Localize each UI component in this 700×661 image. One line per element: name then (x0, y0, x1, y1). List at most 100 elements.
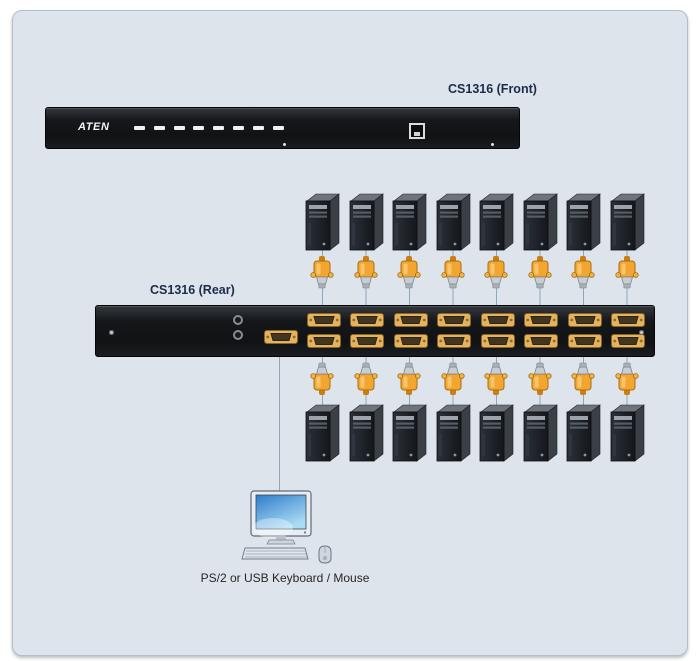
computer-tower-icon (566, 404, 601, 462)
kvm-vga-port (393, 334, 428, 348)
power-jack (233, 330, 243, 340)
computer-tower-icon (436, 193, 471, 251)
vga-connector-icon (353, 362, 378, 395)
vga-connector-icon (614, 362, 639, 395)
port-select-button (173, 126, 185, 130)
computer-tower (435, 404, 472, 462)
computer-tower-icon (479, 404, 514, 462)
kvm-vga-port (611, 313, 645, 327)
front-panel-title: CS1316 (Front) (448, 82, 537, 96)
vga-port-icon (524, 313, 558, 327)
vga-connector-icon (397, 362, 421, 395)
bottom-vga-connectors-row (310, 361, 639, 395)
vga-connector (397, 256, 421, 290)
kvm-vga-port (350, 334, 384, 348)
console-icons (241, 490, 332, 564)
vga-connector-icon (571, 256, 595, 289)
port-select-button (252, 126, 264, 130)
kvm-vga-port (611, 334, 645, 348)
screw-icon (109, 330, 114, 335)
computer-tower (435, 193, 472, 251)
vga-connector (310, 361, 334, 395)
port-select-buttons (134, 126, 284, 130)
computer-tower-icon (610, 404, 645, 462)
vga-connector-icon (310, 362, 334, 395)
vga-port-icon (306, 313, 341, 327)
kvm-vga-port (437, 334, 471, 348)
vga-connector-icon (310, 256, 334, 289)
port-select-button (232, 126, 244, 130)
firmware-upgrade-port (409, 123, 425, 139)
vga-connector (353, 361, 378, 395)
computer-tower-icon (349, 193, 384, 251)
computer-tower-icon (566, 193, 601, 251)
computer-tower (304, 404, 341, 462)
port-select-button (272, 126, 284, 130)
vga-connector (614, 361, 639, 395)
computer-tower (522, 193, 559, 251)
vga-port-icon (393, 334, 428, 348)
vga-connector (571, 361, 595, 395)
computer-tower-icon (392, 404, 427, 462)
vga-port-icon (437, 313, 471, 327)
computer-tower-icon (479, 193, 514, 251)
aten-logo: ATEN (78, 121, 110, 133)
computer-tower (609, 404, 646, 462)
computer-tower (565, 193, 602, 251)
vga-connector (527, 256, 552, 290)
keyboard-icon (241, 547, 309, 560)
vga-connector (397, 361, 421, 395)
console-station (235, 490, 345, 568)
computer-tower-icon (305, 193, 340, 251)
computer-tower-icon (523, 193, 558, 251)
status-led (491, 143, 494, 146)
vga-connector (484, 361, 508, 395)
vga-connector (440, 256, 465, 290)
computer-tower (478, 193, 515, 251)
computer-tower (478, 404, 515, 462)
port-select-button (153, 126, 165, 130)
computer-tower-icon (523, 404, 558, 462)
computer-tower (304, 193, 341, 251)
computer-tower-icon (349, 404, 384, 462)
kvm-vga-port (437, 313, 471, 327)
kvm-vga-port (524, 313, 558, 327)
computer-tower (522, 404, 559, 462)
vga-port-icon (524, 334, 558, 348)
daisy-chain-connector (233, 315, 243, 325)
kvm-vga-port (567, 334, 602, 348)
computer-tower (391, 404, 428, 462)
kvm-vga-port (393, 313, 428, 327)
kvm-ports-row-2 (306, 334, 645, 348)
vga-connector (310, 256, 334, 290)
kvm-vga-port (306, 313, 341, 327)
vga-connector-icon (614, 256, 639, 289)
vga-connector (571, 256, 595, 290)
computer-tower (609, 193, 646, 251)
vga-port-icon (393, 313, 428, 327)
console-caption: PS/2 or USB Keyboard / Mouse (200, 571, 370, 585)
computer-tower-icon (305, 404, 340, 462)
computer-tower-icon (610, 193, 645, 251)
vga-connector-icon (527, 362, 552, 395)
vga-connector-icon (440, 362, 465, 395)
vga-port-icon (567, 334, 602, 348)
vga-connector (484, 256, 508, 290)
vga-port-icon (350, 334, 384, 348)
kvm-vga-port (480, 334, 515, 348)
vga-port-icon (350, 313, 384, 327)
status-led (283, 143, 286, 146)
top-vga-connectors-row (310, 256, 639, 290)
vga-connector (527, 361, 552, 395)
computers-top-row (304, 193, 646, 251)
computer-tower (348, 193, 385, 251)
vga-connector-icon (353, 256, 378, 289)
vga-connector-icon (440, 256, 465, 289)
kvm-vga-port (350, 313, 384, 327)
vga-port-icon (611, 334, 645, 348)
port-select-button (134, 126, 145, 130)
vga-connector-icon (571, 362, 595, 395)
kvm-switch-rear-panel (95, 305, 655, 357)
vga-connector (440, 361, 465, 395)
vga-connector-icon (397, 256, 421, 289)
